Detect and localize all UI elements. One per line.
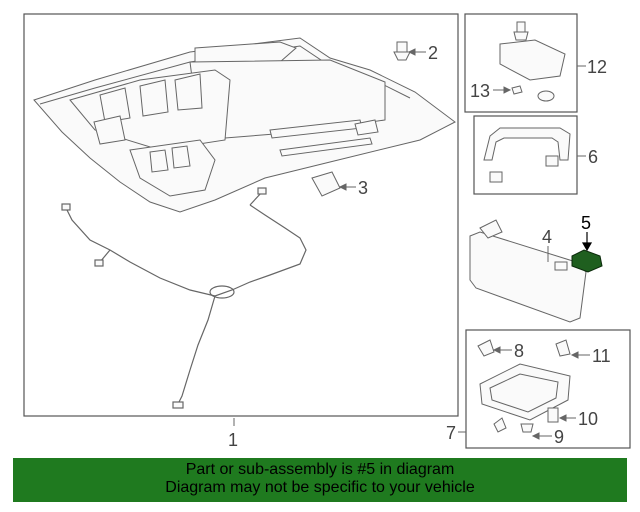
callout-1: 1 xyxy=(228,430,238,450)
callout-10: 10 xyxy=(578,409,598,429)
bracket-part-3 xyxy=(311,171,341,197)
leader-line-5 xyxy=(581,232,593,252)
callout-5: 5 xyxy=(581,213,591,233)
callout-9: 9 xyxy=(554,427,564,447)
callout-6: 6 xyxy=(588,147,598,167)
callout-12: 12 xyxy=(587,57,607,77)
box-part-6 xyxy=(473,115,578,195)
callout-7: 7 xyxy=(446,423,456,443)
banner-line-2: Diagram may not be specific to your vehi… xyxy=(165,479,475,496)
leader-lines-7-11 xyxy=(458,346,590,440)
map-lamp-drawing xyxy=(499,21,566,102)
leader-lines-main xyxy=(233,48,426,426)
callout-3: 3 xyxy=(358,178,368,198)
parts-diagram: 2 3 1 12 13 6 4 5 xyxy=(23,13,631,450)
sun-visor-drawing xyxy=(469,219,587,323)
leader-lines-12-13 xyxy=(493,65,586,94)
banner-line-1: Part or sub-assembly is #5 in diagram xyxy=(185,461,455,478)
box-part-12 xyxy=(464,13,578,113)
callout-8: 8 xyxy=(514,341,524,361)
callout-13: 13 xyxy=(470,81,490,101)
info-banner: Part or sub-assembly is #5 in diagram Di… xyxy=(13,458,627,502)
callout-11: 11 xyxy=(592,346,611,366)
wiring-harness xyxy=(61,187,307,409)
box-part-7 xyxy=(465,329,631,449)
grab-handle-drawing xyxy=(483,127,571,183)
part-5-highlighted xyxy=(571,249,603,273)
callout-2: 2 xyxy=(428,43,438,63)
main-panel-frame xyxy=(23,13,459,417)
dome-lamp-drawing xyxy=(477,339,571,433)
clip-part-2 xyxy=(393,41,411,61)
headliner-drawing xyxy=(33,37,456,213)
callout-4: 4 xyxy=(542,227,552,247)
